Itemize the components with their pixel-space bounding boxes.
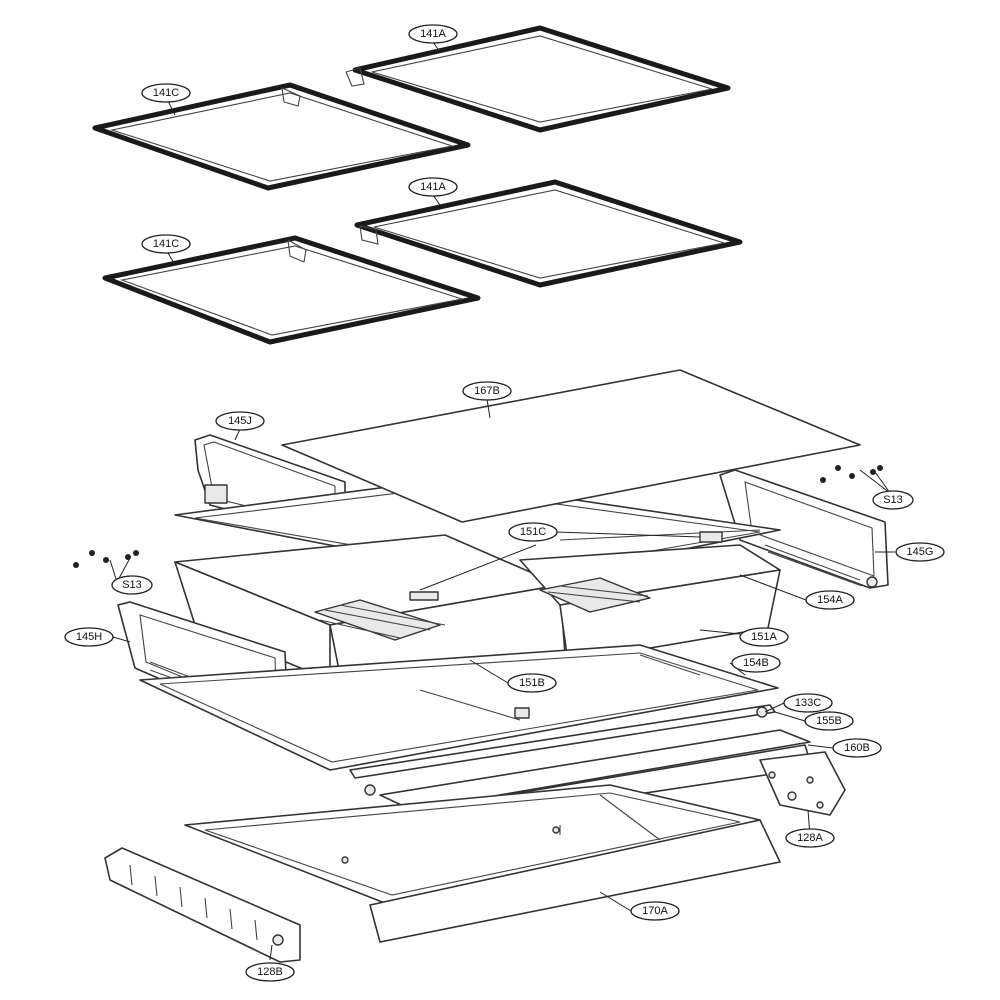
svg-text:151B: 151B	[519, 677, 545, 689]
tray-170A	[184, 784, 781, 943]
svg-text:145G: 145G	[907, 546, 934, 558]
svg-text:145J: 145J	[228, 415, 252, 427]
callout-128A: 128A	[785, 828, 835, 848]
callout-151B: 151B	[507, 673, 557, 693]
callout-128B: 128B	[245, 962, 295, 982]
shelf-141C-top	[92, 82, 471, 191]
svg-text:128B: 128B	[257, 966, 283, 978]
callout-133C: 133C	[783, 693, 833, 713]
callout-155B: 155B	[804, 711, 854, 731]
end-cap-128B	[104, 847, 301, 963]
svg-text:151A: 151A	[751, 631, 777, 643]
svg-text:145H: 145H	[76, 631, 102, 643]
callout-141C-top: 141C	[141, 83, 191, 103]
callout-170A: 170A	[630, 901, 680, 921]
callout-160B: 160B	[832, 738, 882, 758]
shelf-141A-mid	[354, 179, 743, 288]
svg-text:167B: 167B	[474, 385, 500, 397]
svg-text:128A: 128A	[797, 832, 823, 844]
svg-text:155B: 155B	[816, 715, 842, 727]
callout-141A-mid: 141A	[408, 177, 458, 197]
svg-text:141C: 141C	[153, 87, 179, 99]
callout-145H: 145H	[64, 627, 114, 647]
callout-141A-top: 141A	[408, 24, 458, 44]
svg-text:160B: 160B	[844, 742, 870, 754]
callout-154A: 154A	[805, 590, 855, 610]
svg-text:154B: 154B	[743, 657, 769, 669]
leader-lines	[109, 41, 895, 961]
end-cap-128A	[759, 751, 846, 816]
divider-154A	[409, 529, 761, 601]
svg-text:154A: 154A	[817, 594, 843, 606]
svg-text:141C: 141C	[153, 238, 179, 250]
screws-S13-right	[820, 465, 883, 483]
cover-glass-167B	[281, 369, 861, 523]
shelf-141A-top	[345, 25, 731, 133]
callout-145G: 145G	[895, 542, 945, 562]
svg-text:S13: S13	[122, 579, 142, 591]
svg-text:S13: S13	[883, 494, 903, 506]
callout-141C-mid: 141C	[141, 234, 191, 254]
callout-151C: 151C	[508, 522, 558, 542]
base-plate-154B	[139, 644, 779, 771]
callout-154B: 154B	[731, 653, 781, 673]
svg-text:151C: 151C	[520, 526, 546, 538]
callout-167B: 167B	[462, 381, 512, 401]
callout-S13-left: S13	[111, 575, 153, 595]
callout-151A: 151A	[739, 627, 789, 647]
svg-text:141A: 141A	[420, 181, 446, 193]
callout-145J: 145J	[215, 411, 265, 431]
callout-S13-right: S13	[872, 490, 914, 510]
svg-text:141A: 141A	[420, 28, 446, 40]
side-panel-145G	[719, 469, 889, 589]
svg-text:170A: 170A	[642, 905, 668, 917]
shelf-141C-mid	[102, 235, 481, 345]
svg-text:133C: 133C	[795, 697, 821, 709]
